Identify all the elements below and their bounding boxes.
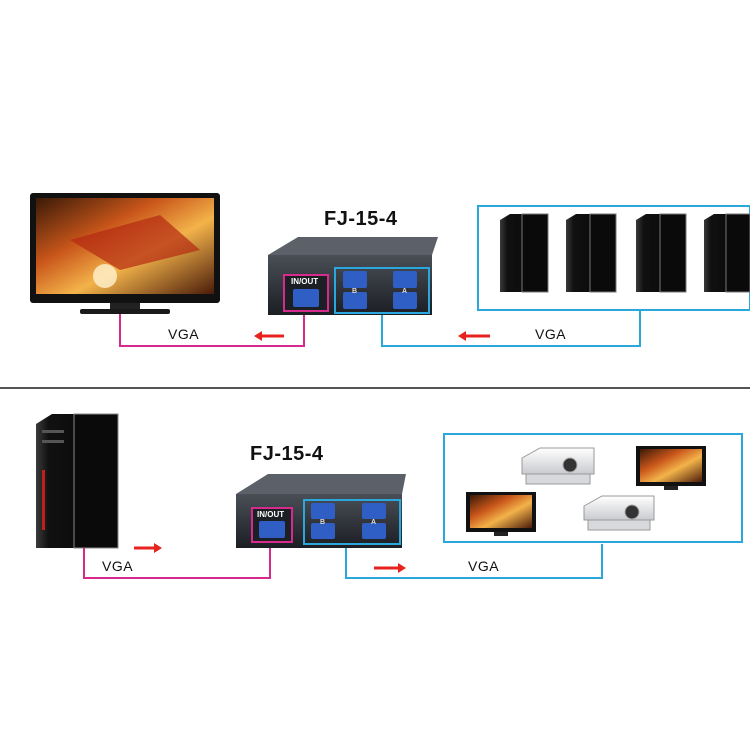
bottom-vga-left-label: VGA: [102, 558, 134, 574]
top-computer-tower-3-icon: [636, 213, 687, 293]
bottom-in-out-label: IN/OUT: [257, 510, 285, 519]
bottom-port-a-label: A: [371, 519, 377, 526]
top-computer-tower-1-icon: [500, 213, 549, 293]
top-computer-tower-4-icon: [704, 213, 750, 293]
top-computers-frame: [477, 205, 750, 311]
bottom-vga-right-label: VGA: [468, 558, 500, 574]
top-vga-cable-magenta: [119, 308, 305, 347]
bottom-monitor-1-icon: [636, 446, 706, 490]
bottom-projector-2-icon: [583, 495, 655, 531]
bottom-arrow-right-1: [134, 543, 162, 553]
bottom-projector-1-icon: [521, 447, 595, 485]
bottom-displays-frame: [443, 433, 743, 543]
bottom-monitor-2-icon: [466, 492, 536, 536]
bottom-vga-switch-box: [236, 474, 406, 548]
tv-monitor-icon: [30, 193, 220, 314]
top-port-a-label: A: [402, 288, 408, 295]
top-arrow-left-2: [458, 331, 490, 341]
top-vga-switch-box: [268, 237, 438, 315]
bottom-port-b-label: B: [320, 519, 326, 526]
top-vga-right-label: VGA: [535, 326, 567, 342]
top-vga-left-label: VGA: [168, 326, 200, 342]
top-arrow-left-1: [254, 331, 284, 341]
bottom-arrow-right-2: [374, 563, 406, 573]
bottom-vga-cable-blue: [345, 544, 603, 579]
top-model-label: FJ-15-4: [324, 208, 398, 230]
top-computer-tower-2-icon: [566, 213, 617, 293]
bottom-model-label: FJ-15-4: [250, 443, 324, 465]
bottom-computer-tower-icon: [36, 413, 119, 549]
bottom-vga-cable-magenta: [83, 538, 271, 579]
top-in-out-label: IN/OUT: [291, 277, 319, 286]
top-port-b-label: B: [352, 288, 358, 295]
top-vga-cable-blue: [381, 308, 641, 347]
